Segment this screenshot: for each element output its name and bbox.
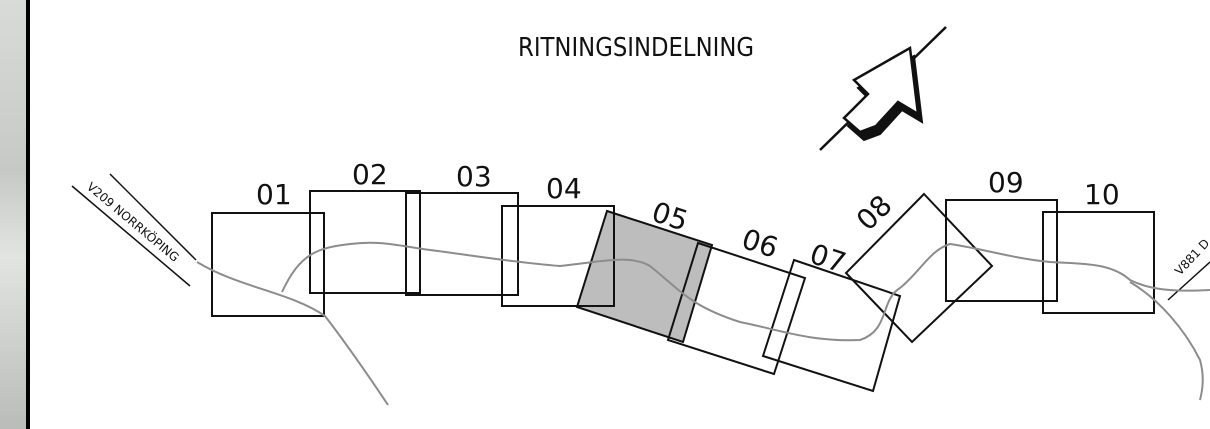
- sheet-03-frame: [405, 192, 519, 296]
- road-label-west: V209 NORRKÖPING: [71, 173, 197, 287]
- sheet-04-frame: [501, 205, 615, 307]
- road-main: [281, 241, 1210, 342]
- sheet-07-frame: [761, 258, 902, 393]
- sheet-label-02: 02: [352, 158, 388, 191]
- road-label-west-text: V209 NORRKÖPING: [84, 178, 183, 265]
- sheet-01-frame: [211, 212, 325, 317]
- sheet-label-09: 09: [988, 166, 1024, 199]
- sheet-label-03: 03: [456, 160, 492, 193]
- diagram-title: RITNINGSINDELNING: [518, 33, 754, 63]
- road-branch-east: [1129, 281, 1204, 401]
- sheet-05-frame: [575, 209, 714, 344]
- sheet-label-01: 01: [256, 178, 292, 211]
- sheet-label-04: 04: [546, 172, 582, 205]
- road-label-east-text: V881 D: [1172, 236, 1210, 278]
- sheet-02-frame: [309, 190, 421, 294]
- sheet-09-frame: [945, 199, 1058, 302]
- sheet-label-07: 07: [806, 237, 850, 279]
- sheet-10-frame: [1042, 211, 1155, 314]
- sheet-08-frame: [844, 192, 994, 344]
- frame-border: [26, 0, 30, 429]
- north-arrow-icon: [819, 26, 947, 151]
- sheet-06-frame: [666, 241, 807, 376]
- adjacent-photo-strip: [0, 0, 26, 429]
- sheet-label-08: 08: [850, 189, 899, 237]
- road-v209: [196, 261, 389, 406]
- sheet-label-10: 10: [1084, 178, 1120, 211]
